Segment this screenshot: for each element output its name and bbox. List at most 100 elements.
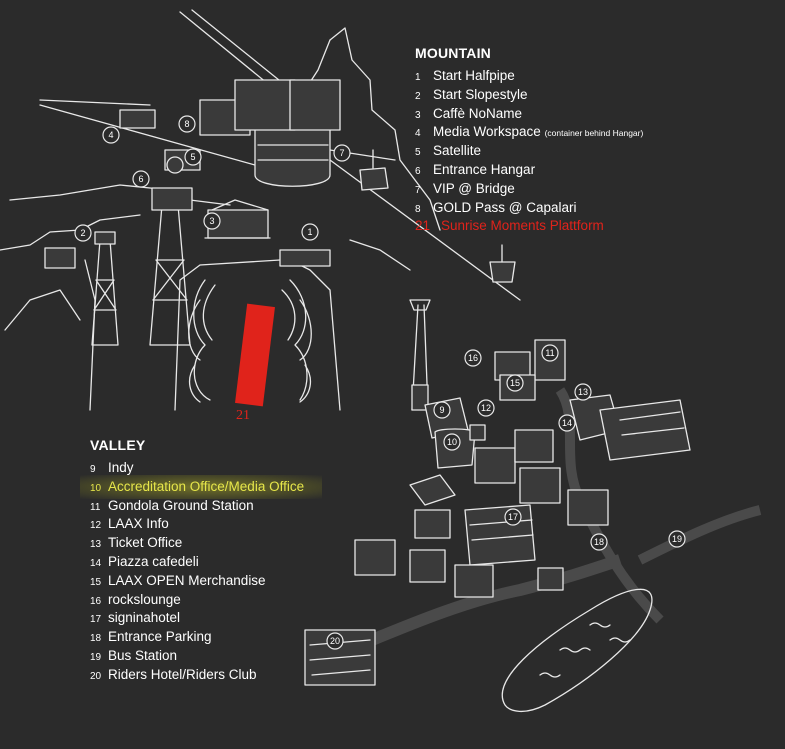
map-marker-circle [574,383,592,401]
legend-item: 5 Satellite [415,142,643,161]
map-marker-number: 15 [510,378,520,388]
legend-item: 17 signinahotel [90,609,304,628]
legend-item: 13 Ticket Office [90,534,304,553]
map-marker: 17 [504,508,522,526]
legend-item: 2 Start Slopestyle [415,86,643,105]
map-marker-circle [203,212,221,230]
map-marker-number: 3 [209,216,214,226]
map-marker-number: 5 [190,152,195,162]
map-marker-circle [558,414,576,432]
map-marker-circle [443,433,461,451]
legend-item: 12 LAAX Info [90,515,304,534]
legend-item-label: Gondola Ground Station [108,497,254,513]
legend-item-number: 21 [415,218,431,234]
map-marker: 1 [301,223,319,241]
legend-item-number: 4 [415,128,421,140]
map-marker-number: 10 [447,437,457,447]
map-marker: 11 [541,344,559,362]
map-marker: 12 [477,399,495,417]
map-marker: 18 [590,533,608,551]
map-marker: 19 [668,530,686,548]
legend-item-label: Piazza cafedeli [108,553,199,569]
legend-item-label: signinahotel [108,610,181,626]
legend-item-number: 12 [90,520,102,532]
map-marker-circle [668,530,686,548]
map-marker-number: 6 [138,174,143,184]
mountain-heading: MOUNTAIN [415,45,491,61]
map-marker-number: 11 [545,348,554,358]
map-marker-number: 19 [672,534,682,544]
sunrise-platform-marker [235,303,275,407]
map-marker-circle [590,533,608,551]
legend-item: 14 Piazza cafedeli [90,553,304,572]
legend-item-label: VIP @ Bridge [433,180,515,196]
legend-item-label: Satellite [433,143,482,159]
legend-item-label: GOLD Pass @ Capalari [433,199,577,215]
legend-item-number: 11 [90,501,101,513]
legend-item-label: LAAX Info [108,516,169,532]
map-marker-circle [184,148,202,166]
legend-item-number: 16 [90,595,102,607]
legend-item-number: 13 [90,539,102,551]
legend-item-label: Start Slopestyle [433,86,528,102]
lake [501,588,653,713]
map-marker-circle [326,632,344,650]
map-marker-number: 18 [594,537,604,547]
map-marker: 3 [203,212,221,230]
lift-pylons [91,187,431,411]
legend-item-number: 6 [415,165,421,177]
map-marker: 13 [574,383,592,401]
map-marker-circle [541,344,559,362]
legend-item-label: Caffè NoName [433,105,523,121]
legend-item-label: Bus Station [108,647,178,663]
legend-item: 3 Caffè NoName [415,105,643,124]
map-marker-number: 2 [80,228,85,238]
legend-item-label: Entrance Hangar [433,161,536,177]
legend-item-label: Accreditation Office/Media Office [108,478,305,494]
legend-item-label: Ticket Office [108,535,183,551]
legend-item-number: 9 [90,464,96,475]
map-marker-number: 14 [562,418,572,428]
map-marker: 7 [333,144,351,162]
legend-item: 11 Gondola Ground Station [90,497,304,516]
map-marker-circle [504,508,522,526]
map-marker: 5 [184,148,202,166]
legend-item-number: 14 [90,557,102,569]
map-marker-number: 20 [330,636,340,646]
legend-item-label: Indy [108,460,134,475]
map-marker-number: 13 [578,387,588,397]
valley-buildings [304,339,691,686]
legend-item-number: 2 [415,90,421,102]
legend-item-number: 17 [90,614,102,626]
legend-item-number: 3 [415,109,421,121]
map-marker-circle [333,144,351,162]
legend-item-number: 1 [415,72,421,83]
legend-item-number: 5 [415,147,421,159]
map-marker-circle [102,126,120,144]
map-marker-number: 1 [307,227,312,237]
map-marker: 15 [506,374,524,392]
legend-item-note: (container behind Hangar) [544,128,644,139]
legend-item-number: 8 [415,203,421,215]
map-marker-circle [132,170,150,188]
map-marker: 10 [443,433,461,451]
legend-item-label: Riders Hotel/Riders Club [108,666,257,682]
legend-item-number: 19 [90,651,102,663]
map-marker-circle [477,399,495,417]
map-marker-circle [464,349,482,367]
map-marker: 20 [326,632,344,650]
map-marker: 2 [74,224,92,242]
legend-item-label: LAAX OPEN Merchandise [108,572,266,588]
